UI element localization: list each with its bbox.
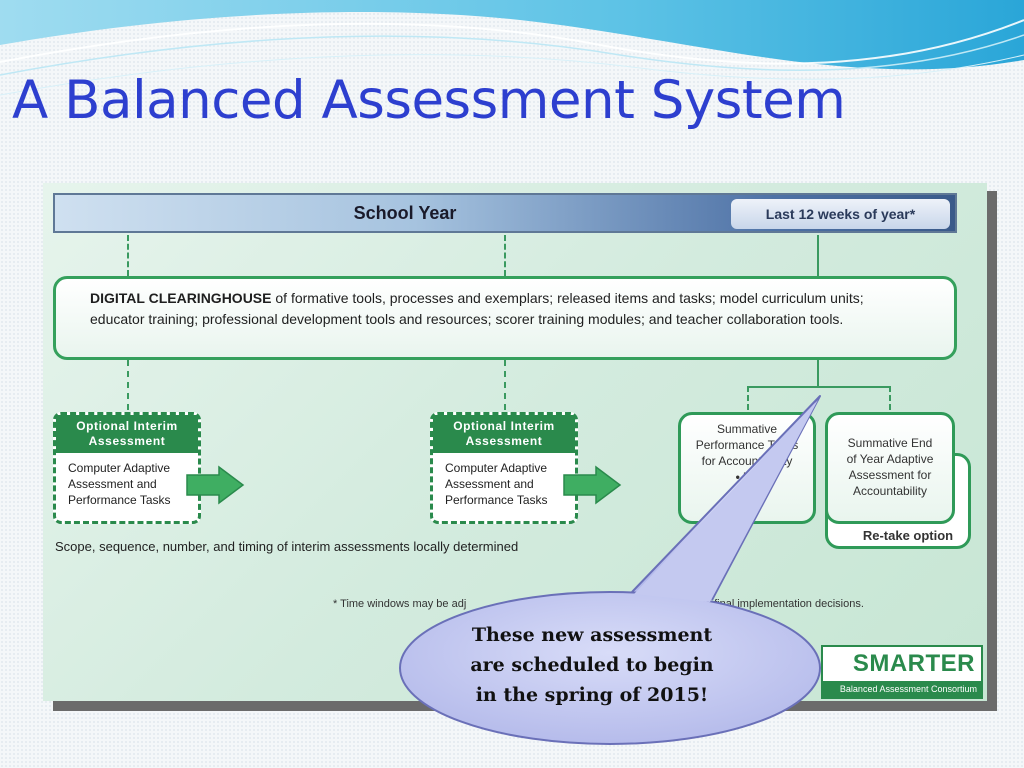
footnote-right: nda and final implementation decisions.	[671, 598, 864, 610]
interim-text-line: Computer Adaptive	[68, 461, 171, 475]
digital-clearinghouse-box: DIGITAL CLEARINGHOUSE of formative tools…	[53, 276, 957, 360]
callout-text: These new assessment are scheduled to be…	[462, 620, 722, 710]
scope-note: Scope, sequence, number, and timing of i…	[55, 539, 519, 554]
retake-option-label: Re-take option	[862, 528, 954, 543]
slide-title: A Balanced Assessment System	[12, 70, 846, 131]
connector-line	[747, 386, 749, 410]
connector-line	[127, 360, 129, 410]
footnote: * Time windows may be adj nda and final i…	[333, 598, 973, 610]
callout-line: are scheduled to begin	[470, 654, 714, 676]
summative-bullet: • Re	[735, 470, 759, 484]
decorative-wave-header	[0, 0, 1024, 96]
callout-line: in the spring of 2015!	[475, 684, 709, 706]
interim-assessment-box-2: Optional Interim Assessment Computer Ada…	[430, 412, 578, 524]
connector-line	[889, 386, 891, 410]
interim-text-line: Performance Tasks	[68, 493, 171, 507]
clearinghouse-title: DIGITAL CLEARINGHOUSE	[90, 290, 272, 306]
interim-heading-line: Optional Interim	[76, 419, 178, 433]
smarter-logo: SMARTER Balanced Assessment Consortium	[821, 645, 983, 699]
connector-line	[504, 235, 506, 276]
smarter-logo-word: SMARTER	[852, 650, 975, 677]
connector-line	[127, 235, 129, 276]
summative-performance-box: Summative Performance Tasks for Accounta…	[678, 412, 816, 524]
callout-line: These new assessment	[471, 624, 713, 646]
interim-heading-line: Assessment	[88, 434, 166, 448]
clearinghouse-description: of formative tools, processes and exempl…	[90, 290, 864, 327]
last-weeks-label: Last 12 weeks of year*	[731, 199, 950, 229]
summative-text-line: Performance Tasks	[695, 438, 799, 452]
connector-line	[817, 235, 819, 276]
school-year-bar: School Year Last 12 weeks of year*	[53, 193, 957, 233]
summative-text-line: of Year Adaptive	[846, 452, 934, 466]
interim-heading-line: Optional Interim	[453, 419, 555, 433]
summative-end-box: Summative End of Year Adaptive Assessmen…	[825, 412, 955, 524]
summative-text-line: Summative End	[847, 436, 933, 450]
right-arrow-icon	[563, 465, 622, 505]
smarter-logo-subtitle: Balanced Assessment Consortium	[823, 681, 981, 697]
interim-description: Computer Adaptive Assessment and Perform…	[56, 453, 198, 508]
interim-text-line: Performance Tasks	[445, 493, 548, 507]
right-arrow-icon	[186, 465, 245, 505]
interim-text-line: Assessment and	[68, 477, 157, 491]
connector-line	[504, 360, 506, 410]
interim-assessment-box-1: Optional Interim Assessment Computer Ada…	[53, 412, 201, 524]
interim-description: Computer Adaptive Assessment and Perform…	[433, 453, 575, 508]
footnote-left: * Time windows may be adj	[333, 598, 467, 610]
school-year-label: School Year	[353, 203, 457, 223]
interim-heading-line: Assessment	[465, 434, 543, 448]
connector-line	[817, 360, 819, 386]
connector-line	[747, 386, 891, 388]
summative-text-line: Summative	[716, 422, 778, 436]
summative-text-line: for Accountability	[701, 454, 793, 468]
summative-text-line: Assessment for	[848, 468, 932, 482]
summative-text-line: Accountability	[852, 484, 928, 498]
summative-bullet: •	[744, 486, 750, 500]
interim-text-line: Assessment and	[445, 477, 534, 491]
interim-heading: Optional Interim Assessment	[56, 415, 198, 453]
interim-text-line: Computer Adaptive	[445, 461, 548, 475]
interim-heading: Optional Interim Assessment	[433, 415, 575, 453]
